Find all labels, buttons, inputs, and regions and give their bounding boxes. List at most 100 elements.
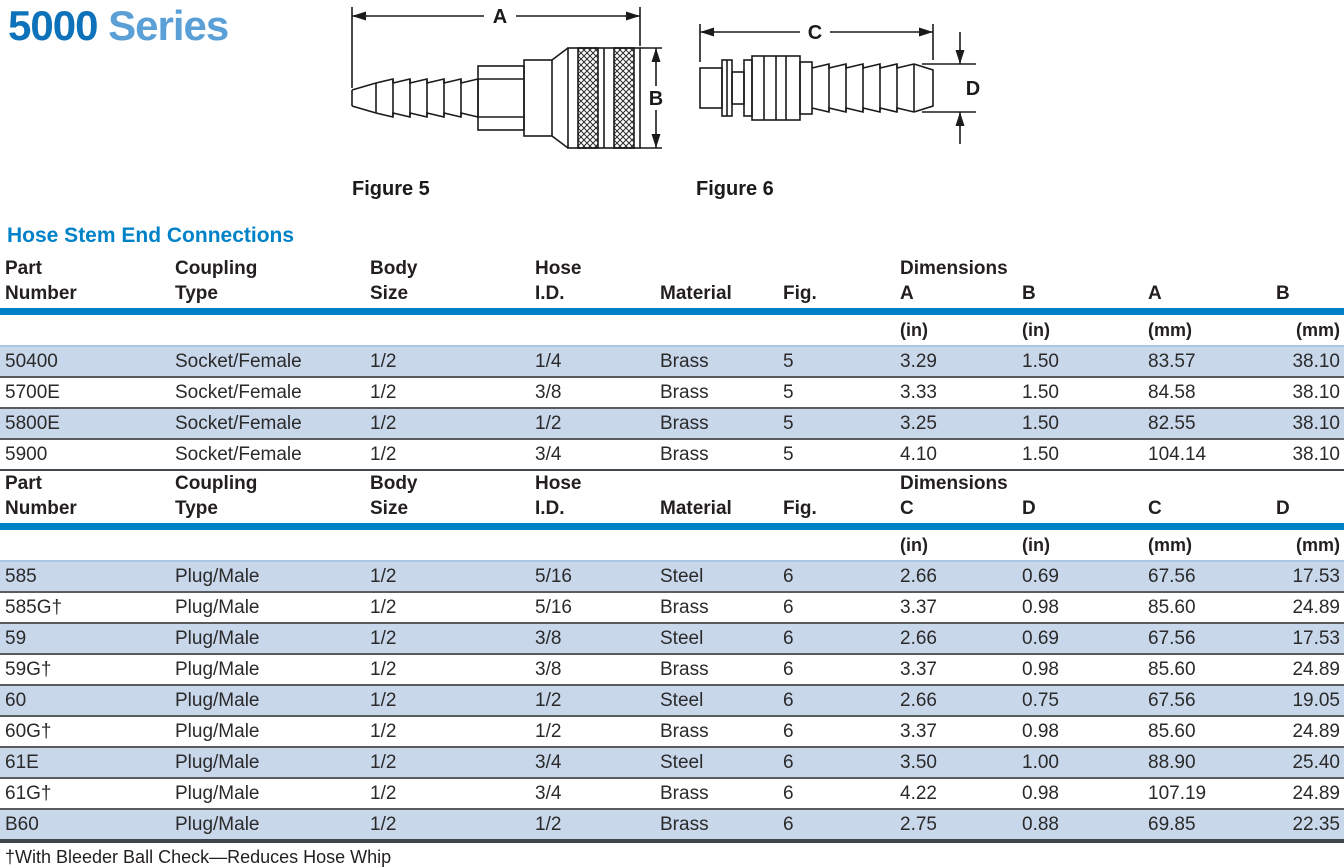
table-cell: 5 — [783, 382, 794, 403]
table-cell: Plug/Male — [175, 721, 260, 742]
table-1-header: Part Coupling Body Hose Dimensions Numbe… — [0, 256, 1344, 306]
table-cell: 5 — [783, 444, 794, 465]
header-size: Size — [370, 498, 409, 519]
header-part: Part — [5, 258, 42, 279]
table-cell: 5700E — [5, 382, 60, 403]
table-cell: Brass — [660, 721, 709, 742]
table-cell: 1.50 — [1022, 351, 1059, 372]
table-cell: Plug/Male — [175, 566, 260, 587]
header-coupling: Coupling — [175, 473, 258, 494]
table-cell: 5 — [783, 351, 794, 372]
table-cell: 3.37 — [900, 659, 937, 680]
table-cell: 6 — [783, 690, 794, 711]
table-cell: 3.37 — [900, 597, 937, 618]
table-cell: 85.60 — [1148, 659, 1196, 680]
table-cell: Steel — [660, 690, 704, 711]
series-number: 5000 — [8, 2, 98, 49]
table-cell: 1.00 — [1022, 752, 1059, 773]
table-1-units: (in) (in) (mm) (mm) — [0, 315, 1344, 345]
header-type: Type — [175, 498, 218, 519]
table-cell: 3.33 — [900, 382, 937, 403]
header-material: Material — [660, 283, 732, 304]
table-cell: 6 — [783, 566, 794, 587]
dim-label-d: D — [966, 78, 980, 100]
table-cell: 1/2 — [370, 752, 397, 773]
dim-label-c: C — [808, 22, 822, 44]
unit-label: (in) — [1022, 534, 1050, 555]
header-number: Number — [5, 498, 77, 519]
table-cell: 1/4 — [535, 351, 562, 372]
table-cell: 5 — [783, 413, 794, 434]
table-cell: 61G† — [5, 783, 52, 804]
table-cell: 1.50 — [1022, 444, 1059, 465]
table-cell: Brass — [660, 814, 709, 835]
header-number: Number — [5, 283, 77, 304]
table-cell: Plug/Male — [175, 783, 260, 804]
divider-rule — [0, 308, 1344, 315]
header-hose: Hose — [535, 473, 582, 494]
table-cell: 22.35 — [1292, 814, 1340, 835]
dim-label-a: A — [493, 6, 507, 28]
header-dim-c-mm: C — [1148, 498, 1162, 519]
table-cell: Brass — [660, 382, 709, 403]
plug-coupling-drawing: C D — [699, 22, 980, 144]
header-part: Part — [5, 473, 42, 494]
unit-label: (in) — [1022, 319, 1050, 340]
table-cell: 6 — [783, 721, 794, 742]
table-cell: 2.66 — [900, 566, 937, 587]
table-cell: 3/4 — [535, 444, 562, 465]
table-cell: Steel — [660, 752, 704, 773]
table-cell: 1/2 — [535, 721, 562, 742]
table-cell: 1.50 — [1022, 382, 1059, 403]
table-cell: 0.98 — [1022, 783, 1059, 804]
header-dimensions: Dimensions — [900, 258, 1008, 279]
header-fig: Fig. — [783, 498, 817, 519]
figure-5-caption: Figure 5 — [352, 178, 430, 200]
table-cell: 1.50 — [1022, 413, 1059, 434]
header-dim-c-in: C — [900, 498, 914, 519]
table-cell: 5800E — [5, 413, 60, 434]
table-cell: Brass — [660, 597, 709, 618]
table-cell: 38.10 — [1292, 382, 1340, 403]
table-cell: 38.10 — [1292, 351, 1340, 372]
table-cell: 84.58 — [1148, 382, 1196, 403]
series-word: Series — [108, 2, 229, 49]
section-heading: Hose Stem End Connections — [7, 224, 295, 247]
table-cell: 2.66 — [900, 628, 937, 649]
table-cell: 25.40 — [1292, 752, 1340, 773]
page-title: 5000 Series — [8, 2, 229, 50]
table-cell: B60 — [5, 814, 39, 835]
table-cell: 1/2 — [370, 351, 397, 372]
table-cell: Steel — [660, 566, 704, 587]
table-cell: 3.37 — [900, 721, 937, 742]
table-cell: 585 — [5, 566, 37, 587]
header-dim-b-mm: B — [1276, 283, 1290, 304]
header-dim-d-in: D — [1022, 498, 1036, 519]
table-cell: Socket/Female — [175, 444, 302, 465]
table-cell: 1/2 — [370, 597, 397, 618]
table-cell: Plug/Male — [175, 690, 260, 711]
table-cell: 69.85 — [1148, 814, 1196, 835]
table-cell: 82.55 — [1148, 413, 1196, 434]
figure-5: A B Figure 5 — [338, 2, 670, 201]
table-cell: 85.60 — [1148, 721, 1196, 742]
table-cell: 60G† — [5, 721, 52, 742]
table-cell: 3.29 — [900, 351, 937, 372]
table-cell: 0.75 — [1022, 690, 1059, 711]
dim-label-b: B — [649, 88, 663, 110]
table-cell: 1/2 — [370, 566, 397, 587]
table-cell: 0.98 — [1022, 721, 1059, 742]
table-cell: 61E — [5, 752, 39, 773]
table-cell: 59G† — [5, 659, 52, 680]
header-dim-b-in: B — [1022, 283, 1036, 304]
table-cell: 67.56 — [1148, 690, 1196, 711]
table-cell: 1/2 — [370, 721, 397, 742]
table-2-units: (in) (in) (mm) (mm) — [0, 530, 1344, 560]
